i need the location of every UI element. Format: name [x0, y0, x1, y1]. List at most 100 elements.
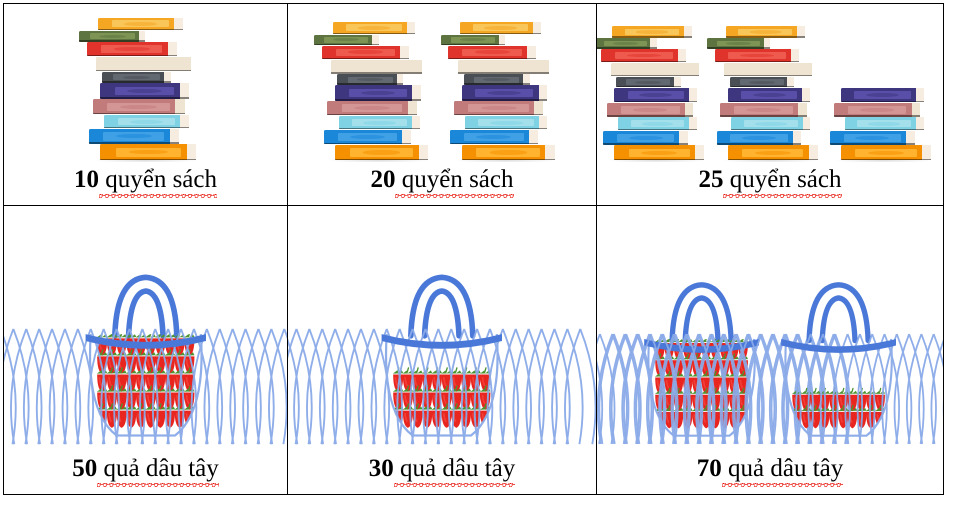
book-cover-emblem: [115, 134, 152, 139]
stack-shadow: [608, 158, 705, 162]
cell-strawberries-70[interactable]: 70 quả dâu tây: [596, 205, 944, 495]
book-cover-emblem: [637, 67, 673, 72]
cell-strawberries-30[interactable]: 30 quả dâu tây: [287, 205, 597, 495]
book-edge-shadow: [465, 127, 548, 130]
book-cover-emblem: [487, 90, 522, 96]
book-pages: [539, 59, 549, 74]
strawberry: [451, 366, 462, 392]
book-cover-emblem: [752, 93, 786, 98]
orange-book: [98, 17, 183, 31]
book-cover-emblem: [476, 135, 512, 140]
book-edge-shadow: [450, 142, 538, 145]
dusty-rose-book: [606, 103, 694, 117]
book-edge-shadow: [92, 112, 185, 115]
book-edge-shadow: [731, 128, 811, 131]
orange-book: [612, 25, 692, 38]
book-cover-emblem: [485, 64, 522, 69]
book-pages: [402, 129, 411, 145]
cell-books-25[interactable]: 25 quyển sách: [596, 3, 944, 206]
book-stack: [830, 87, 933, 162]
book-edge-shadow: [603, 143, 688, 145]
book-edge-shadow: [459, 32, 542, 35]
book-pages: [797, 25, 805, 38]
book-pages: [674, 77, 681, 88]
amber-book: [100, 144, 197, 160]
book-edge-shadow: [335, 99, 421, 101]
book-edge-shadow: [729, 85, 794, 88]
book-stack: [78, 17, 199, 162]
book-edge-shadow: [448, 57, 536, 59]
book-edge-shadow: [841, 101, 924, 103]
caption-strawberries-50: 50 quả dâu tây: [4, 451, 287, 494]
book-edge-shadow: [96, 69, 191, 72]
book-pages: [915, 117, 924, 131]
comparison-table: 10 quyển sách 20 quyển sách 25: [3, 3, 944, 495]
bag-rim: [781, 339, 896, 354]
stack-shadow: [456, 158, 555, 162]
cell-books-10[interactable]: 10 quyển sách: [3, 3, 288, 206]
indigo-book: [841, 87, 924, 103]
book-edge-shadow: [338, 127, 421, 130]
book-edge-shadow: [88, 142, 179, 144]
book-pages: [808, 145, 818, 160]
count-value: 30: [368, 455, 394, 482]
book-cover-emblem: [868, 150, 905, 155]
cream-book: [96, 56, 191, 72]
light-blue-book: [338, 116, 421, 130]
book-edge-shadow: [727, 158, 818, 160]
blue-book: [88, 129, 179, 144]
book-cover-emblem: [628, 135, 663, 140]
bag-handles: [669, 282, 734, 344]
strawberry-bag-group-50: [4, 206, 287, 451]
stack-shadow: [722, 158, 818, 162]
book-pages: [413, 59, 423, 74]
book-cover-emblem: [362, 150, 401, 155]
blue-book: [323, 129, 411, 145]
book-cover-emblem: [129, 119, 164, 124]
book-edge-shadow: [323, 142, 411, 145]
book-pages: [802, 117, 811, 131]
book-edge-shadow: [707, 47, 770, 49]
book-edge-shadow: [714, 60, 800, 63]
book-edge-shadow: [844, 128, 924, 131]
red-book: [714, 49, 800, 63]
cell-strawberries-50[interactable]: 50 quả dâu tây: [3, 205, 288, 495]
strawberry: [154, 366, 166, 392]
stack-shadow: [329, 158, 428, 162]
book-pages: [534, 101, 544, 116]
book-edge-shadow: [440, 43, 506, 46]
book-edge-shadow: [830, 143, 915, 145]
book-cover-emblem: [484, 26, 517, 30]
cell-books-20[interactable]: 20 quyển sách: [287, 3, 597, 206]
book-pages: [164, 71, 171, 83]
book-cover-emblem: [750, 67, 786, 72]
dark-grey-book: [463, 74, 530, 85]
book-cover-emblem: [349, 135, 385, 140]
count-value: 10: [73, 166, 99, 193]
book-cover-emblem: [755, 122, 787, 126]
book-pages: [802, 87, 811, 103]
book-edge-shadow: [454, 114, 544, 116]
book-cover-emblem: [641, 122, 674, 126]
book-cover-emblem: [746, 107, 781, 112]
book-pages: [803, 62, 813, 77]
book-edge-shadow: [336, 83, 404, 85]
book-edge-shadow: [98, 28, 183, 31]
book-cover-emblem: [726, 42, 752, 45]
cream-book: [610, 62, 699, 77]
light-blue-book: [731, 117, 811, 131]
book-edge-shadow: [102, 81, 171, 83]
book-edge-shadow: [616, 85, 681, 88]
book-edge-shadow: [463, 83, 530, 85]
book-pages: [677, 49, 687, 63]
dusty-rose-book: [720, 103, 807, 117]
strawberry-bag-group-30: [288, 206, 596, 451]
strawberry-mesh-bag: [288, 274, 596, 445]
book-cover-emblem: [356, 78, 384, 82]
book-cover-emblem: [113, 47, 150, 52]
olive-green-book: [707, 38, 770, 49]
book-edge-shadow: [327, 114, 417, 116]
strawberry-bag: [288, 267, 596, 449]
book-edge-shadow: [720, 115, 807, 117]
